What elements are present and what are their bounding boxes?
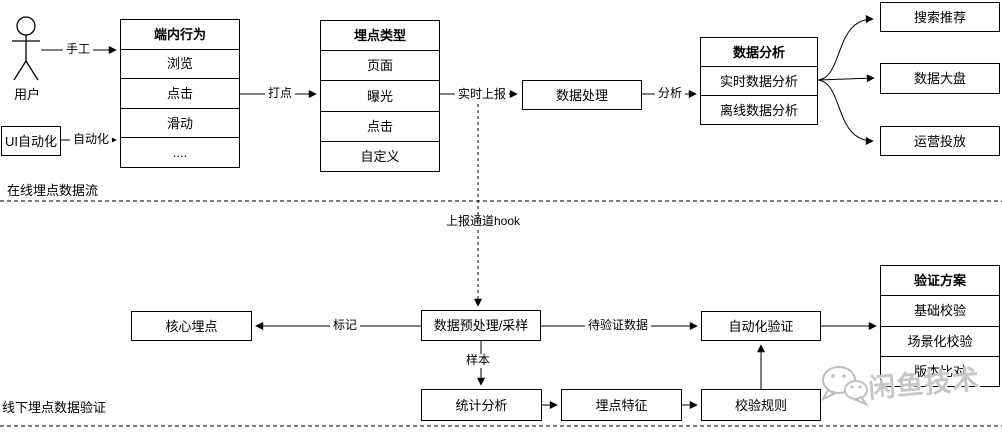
edge-label-pending-verify: 待验证数据 xyxy=(584,318,652,333)
track-type-row: 自定义 xyxy=(321,140,439,171)
client-behavior-row: 浏览 xyxy=(121,48,239,79)
edge-label-manual: 手工 xyxy=(62,42,94,57)
section-divider-lines xyxy=(0,200,1002,427)
edge-label-analysis: 分析 xyxy=(654,86,686,101)
node-verify-plan-table: 验证方案 基础校验 场景化校验 版本比对 xyxy=(880,265,1000,387)
node-client-behavior-table: 端内行为 浏览 点击 滑动 .... xyxy=(120,19,240,168)
verify-plan-row: 基础校验 xyxy=(881,295,999,325)
node-core-tracking: 核心埋点 xyxy=(131,311,252,341)
node-auto-verification: 自动化验证 xyxy=(701,311,821,341)
data-analysis-row: 实时数据分析 xyxy=(701,66,817,95)
edge-label-realtime-report: 实时上报 xyxy=(454,87,510,102)
track-type-row: 曝光 xyxy=(321,80,439,110)
node-data-dashboard: 数据大盘 xyxy=(880,63,1000,94)
verify-plan-row: 版本比对 xyxy=(881,355,999,386)
client-behavior-row: .... xyxy=(121,137,239,167)
track-type-row: 点击 xyxy=(321,110,439,141)
track-type-header: 埋点类型 xyxy=(353,28,406,44)
section-label-online: 在线埋点数据流 xyxy=(7,183,99,198)
track-type-row: 页面 xyxy=(321,50,439,80)
node-data-analysis-table: 数据分析 实时数据分析 离线数据分析 xyxy=(700,37,818,125)
node-preprocess-sampling: 数据预处理/采样 xyxy=(421,310,541,341)
node-data-processing: 数据处理 xyxy=(522,80,642,110)
node-operation-delivery: 运营投放 xyxy=(880,126,1000,156)
node-search-recommendation: 搜索推荐 xyxy=(880,2,1000,32)
user-actor-label: 用户 xyxy=(13,87,40,102)
edge-label-report-hook: 上报通道hook xyxy=(442,214,524,229)
client-behavior-row: 滑动 xyxy=(121,107,239,138)
node-tracking-feature: 埋点特征 xyxy=(561,389,682,421)
edge-label-sample: 样本 xyxy=(462,353,494,368)
node-ui-automation: UI自动化 xyxy=(1,126,61,156)
node-check-rules: 校验规则 xyxy=(701,389,821,421)
verify-plan-header: 验证方案 xyxy=(913,273,966,289)
edge-label-automation: 自动化 xyxy=(69,132,113,147)
node-track-type-table: 埋点类型 页面 曝光 点击 自定义 xyxy=(320,20,440,172)
data-analysis-header: 数据分析 xyxy=(732,44,785,60)
client-behavior-row: 点击 xyxy=(121,78,239,108)
client-behavior-header: 端内行为 xyxy=(153,26,206,42)
edge-label-dot: 打点 xyxy=(264,86,296,101)
data-analysis-row: 离线数据分析 xyxy=(701,95,817,124)
user-actor-icon xyxy=(12,16,40,81)
node-statistical-analysis: 统计分析 xyxy=(421,389,542,421)
verify-plan-row: 场景化校验 xyxy=(881,325,999,356)
section-label-offline: 线下埋点数据验证 xyxy=(2,400,107,415)
edge-label-mark: 标记 xyxy=(329,318,361,333)
